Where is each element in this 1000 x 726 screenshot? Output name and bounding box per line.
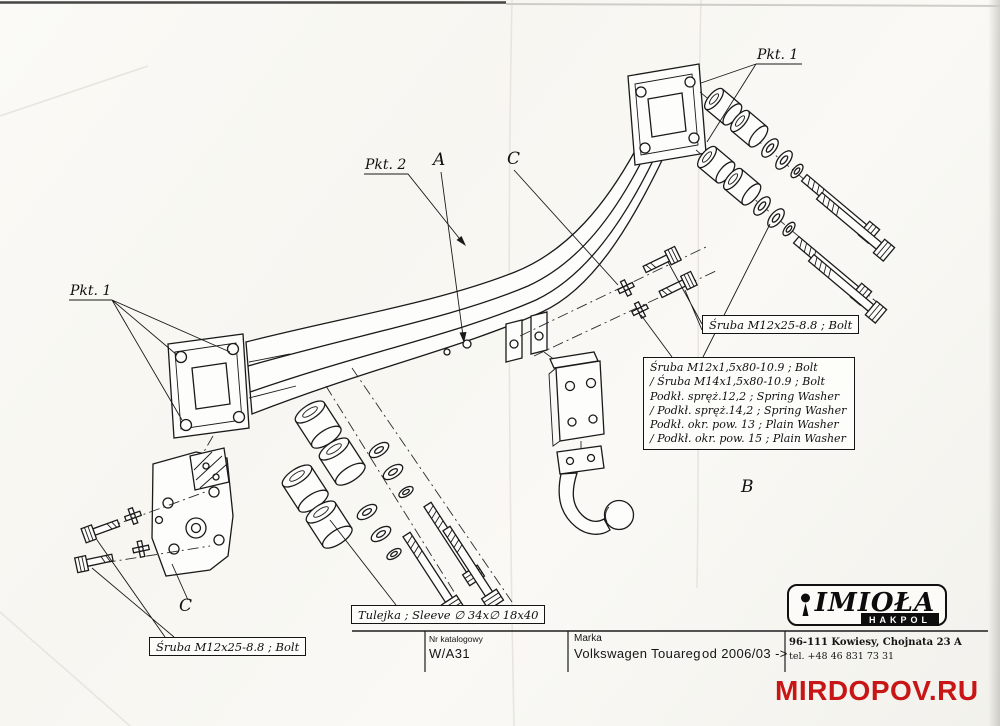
catalog-number-label: Nr katalogowy — [429, 634, 483, 644]
parts-list-line: Podkł. spręż.12,2 ; Spring Washer — [650, 389, 840, 403]
parts-list-line: / Podkł. spręż.14,2 ; Spring Washer — [650, 403, 847, 417]
manufacturer-address: 96-111 Kowiesy, Chojnata 23 A — [789, 637, 962, 648]
callout-bolt-right: Śruba M12x25-8.8 ; Bolt — [702, 315, 860, 334]
washer-icon — [772, 147, 796, 173]
hardware-right-bolts — [519, 245, 719, 357]
bolt-icon — [640, 245, 682, 277]
label-c-bottom: C — [179, 596, 193, 616]
parts-list-line: / Podkł. okr. pow. 15 ; Plain Washer — [650, 432, 846, 446]
label-pkt1-top: Pkt. 1 — [757, 47, 799, 63]
manufacturer-logo: IMIOŁA HAKPOL — [787, 584, 947, 626]
label-b: B — [741, 477, 754, 497]
bolt-icon — [656, 270, 698, 302]
washer-icon — [396, 483, 416, 501]
model-year-range: od 2006/03 -> — [702, 646, 788, 661]
brand-value: Volkswagen Touareg — [574, 646, 701, 661]
washer-icon — [366, 438, 392, 462]
washer-icon — [764, 205, 788, 231]
ball-bracket — [543, 351, 605, 454]
parts-list-line: / Śruba M14x1,5x80-10.9 ; Bolt — [650, 375, 825, 389]
catalog-number-value: W/A31 — [429, 646, 471, 661]
label-a: A — [433, 150, 446, 170]
spring-washer-icon — [122, 505, 144, 527]
washer-icon — [788, 161, 806, 181]
manufacturer-phone: tel. +48 46 831 73 31 — [789, 651, 895, 662]
hardware-middle — [278, 367, 513, 625]
right-mounting-plate — [627, 63, 707, 166]
hardware-top-right — [693, 84, 896, 324]
washer-icon — [368, 522, 394, 546]
bolt-icon — [74, 549, 115, 574]
site-watermark: MIRDOPOV.RU — [775, 675, 979, 706]
hardware-left-bolts — [74, 491, 211, 574]
imiola-logo-icon — [800, 593, 810, 616]
parts-list-box: Śruba M12x1,5x80-10.9 ; Bolt / Śruba M14… — [643, 357, 855, 450]
parts-list-line: Śruba M12x1,5x80-10.9 ; Bolt — [650, 361, 818, 374]
washer-icon — [380, 460, 406, 484]
bolt-icon — [804, 250, 888, 324]
crossbar-beam — [245, 128, 667, 415]
spring-washer-icon — [614, 276, 638, 300]
label-pkt2: Pkt. 2 — [365, 157, 407, 173]
left-mounting-plate — [167, 333, 250, 501]
logo-subtext: HAKPOL — [861, 613, 939, 626]
bolt-icon — [812, 188, 896, 262]
callout-bolt-left: Śruba M12x25-8.8 ; Bolt — [149, 637, 307, 656]
label-c-top: C — [507, 149, 521, 169]
footer-rules — [352, 630, 988, 672]
washer-icon — [384, 545, 404, 563]
washer-icon — [354, 500, 380, 524]
towball — [556, 445, 635, 535]
brand-label: Marka — [574, 633, 602, 644]
label-pkt1-left: Pkt. 1 — [70, 283, 112, 299]
leader-lines — [69, 63, 802, 638]
side-bracket-left — [151, 447, 234, 577]
bolt-icon — [80, 515, 122, 544]
parts-list-line: Podkł. okr. pow. 13 ; Plain Washer — [650, 418, 839, 432]
callout-sleeve: Tulejka ; Sleeve ∅ 34x∅ 18x40 — [351, 605, 546, 624]
